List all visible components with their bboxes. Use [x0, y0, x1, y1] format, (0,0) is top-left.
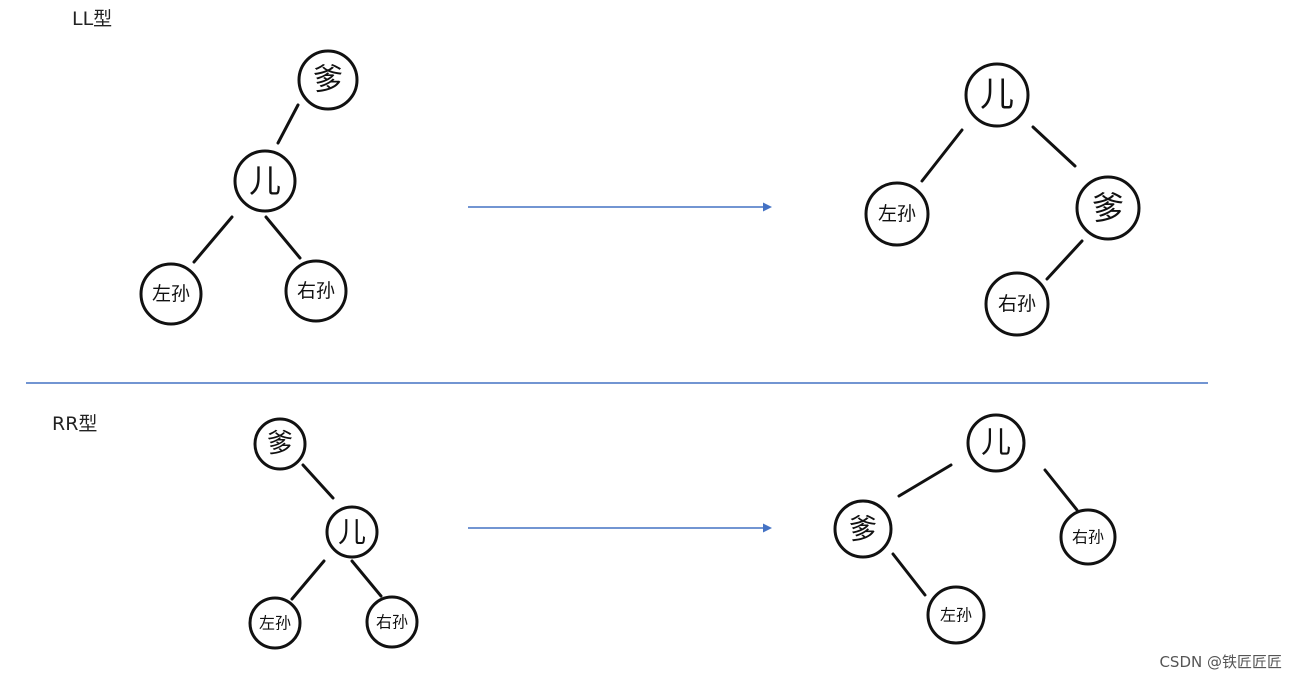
- rr-before-node-left: 左孙: [248, 596, 302, 650]
- csdn-watermark: CSDN @铁匠匠匠: [1159, 653, 1282, 671]
- rr-before-node-root-label: 爹: [267, 429, 293, 459]
- ll-after-node-right-label: 爹: [1092, 189, 1124, 227]
- rr-after-edge-left-right: [891, 552, 927, 597]
- rr-before-node-right-label: 右孙: [376, 613, 408, 632]
- rr-before-node-right: 右孙: [365, 595, 419, 649]
- rr-before-node-child: 儿: [325, 505, 379, 559]
- ll-after-node-right-left: 右孙: [984, 271, 1050, 337]
- rr-after-node-left-right: 左孙: [926, 585, 986, 645]
- ll-after-node-left: 左孙: [864, 181, 930, 247]
- ll-before-edge-child-right: [264, 215, 302, 260]
- rr-after-node-left-label: 爹: [849, 513, 877, 546]
- ll-before-node-root-label: 爹: [313, 63, 343, 98]
- ll-after-node-right: 爹: [1075, 175, 1141, 241]
- rr-after-edge-root-left: [897, 463, 953, 498]
- rr-before-node-child-label: 儿: [338, 516, 366, 549]
- rr-transform-arrow: [468, 523, 772, 533]
- ll-section-title: LL型: [72, 8, 112, 30]
- ll-after-edge-right-left: [1045, 239, 1084, 281]
- ll-after-node-left-label: 左孙: [878, 203, 916, 225]
- rr-after-node-right: 右孙: [1059, 508, 1117, 566]
- ll-before-edge-root-child: [276, 103, 300, 145]
- ll-before-node-root: 爹: [297, 49, 359, 111]
- rr-before-node-left-label: 左孙: [259, 614, 291, 633]
- rr-after-node-left-right-label: 左孙: [940, 606, 972, 625]
- ll-after-edge-root-left: [920, 128, 964, 183]
- rr-after-edge-root-right: [1043, 468, 1079, 512]
- ll-after-node-root: 儿: [964, 62, 1030, 128]
- ll-before-node-child: 儿: [233, 149, 297, 213]
- ll-before-node-child-label: 儿: [249, 162, 281, 200]
- ll-before-node-left: 左孙: [139, 262, 203, 326]
- ll-before-node-right-label: 右孙: [297, 280, 335, 302]
- ll-before-edge-child-left: [192, 215, 234, 264]
- rr-section-title: RR型: [52, 413, 97, 435]
- rr-after-node-root-label: 儿: [981, 426, 1011, 461]
- rr-before-edge-root-child: [301, 463, 335, 500]
- rr-before-edge-child-right: [350, 559, 383, 598]
- rr-after-node-root: 儿: [966, 413, 1026, 473]
- ll-before-node-right: 右孙: [284, 259, 348, 323]
- rr-after-node-left: 爹: [833, 499, 893, 559]
- ll-after-node-root-label: 儿: [980, 75, 1014, 115]
- ll-transform-arrow: [468, 202, 772, 212]
- ll-after-edge-root-right: [1031, 125, 1077, 168]
- rr-after-node-right-label: 右孙: [1072, 528, 1104, 547]
- ll-after-node-right-left-label: 右孙: [998, 293, 1036, 315]
- rr-before-edge-child-left: [290, 559, 326, 601]
- ll-before-node-left-label: 左孙: [152, 283, 190, 305]
- rr-before-node-root: 爹: [253, 417, 307, 471]
